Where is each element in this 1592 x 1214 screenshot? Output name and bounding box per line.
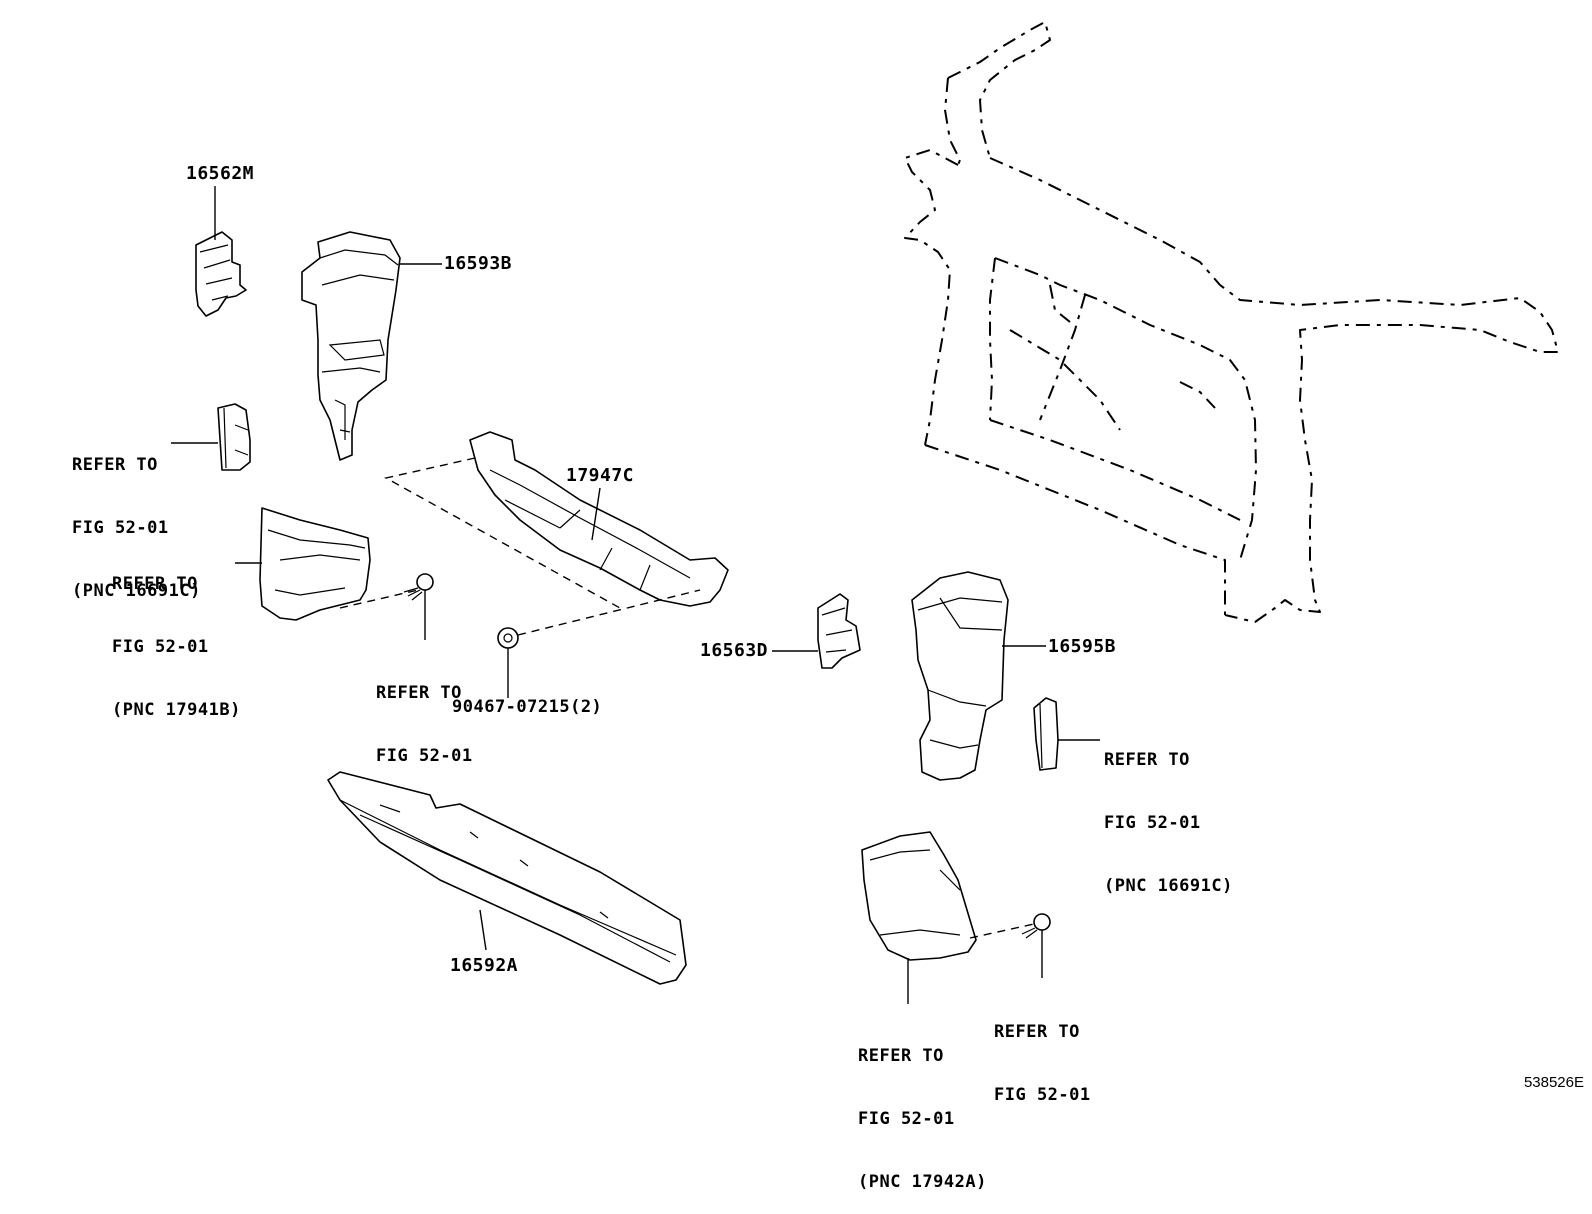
label-17947C: 17947C — [566, 465, 635, 486]
leader-lines — [171, 186, 1100, 1004]
refer-16691C-right: REFER TO FIG 52-01 (PNC 16691C) — [1104, 708, 1233, 918]
part-16593B-shape — [301, 231, 401, 461]
refer-line: FIG 52-01 — [376, 746, 473, 766]
refer-line: FIG 52-01 — [72, 518, 169, 538]
part-left-seal-shape — [217, 403, 251, 471]
radiator-support-frame — [904, 21, 1559, 623]
bolt-90467-shape — [497, 627, 519, 649]
refer-fig-right-clip: REFER TO FIG 52-01 — [994, 980, 1091, 1127]
refer-line: REFER TO — [1104, 750, 1190, 770]
assembly-lines — [339, 457, 1035, 939]
part-17947C-shape — [469, 431, 729, 607]
refer-line: FIG 52-01 — [112, 637, 209, 657]
refer-line: FIG 52-01 — [994, 1085, 1091, 1105]
refer-line: (PNC 16691C) — [1104, 876, 1233, 896]
refer-line: REFER TO — [376, 683, 462, 703]
refer-16691C-left: REFER TO FIG 52-01 (PNC 16691C) — [72, 413, 201, 623]
label-16562M: 16562M — [186, 163, 255, 184]
part-16595B-shape — [911, 571, 1009, 781]
refer-line: REFER TO — [72, 455, 158, 475]
part-17941B-shape — [259, 507, 371, 621]
refer-line: REFER TO — [858, 1046, 944, 1066]
refer-fig-left-clip: REFER TO FIG 52-01 — [376, 641, 473, 788]
part-16562M-shape — [195, 231, 247, 317]
refer-17941B: REFER TO FIG 52-01 (PNC 17941B) — [112, 532, 241, 742]
refer-line: (PNC 17941B) — [112, 700, 241, 720]
refer-line: (PNC 17942A) — [858, 1172, 987, 1192]
clip-right-shape — [1021, 913, 1051, 939]
refer-line: FIG 52-01 — [1104, 813, 1201, 833]
part-16592A-shape — [327, 771, 687, 985]
refer-line: REFER TO — [112, 574, 198, 594]
label-16592A: 16592A — [450, 955, 519, 976]
clip-left-shape — [403, 573, 434, 601]
label-16593B: 16593B — [444, 253, 513, 274]
part-17942A-shape — [861, 831, 977, 961]
part-16563D-shape — [817, 593, 861, 669]
label-90467-07215: 90467-07215(2) — [452, 697, 603, 717]
label-16595B: 16595B — [1048, 636, 1117, 657]
refer-17942A: REFER TO FIG 52-01 (PNC 17942A) — [858, 1004, 987, 1214]
refer-line: REFER TO — [994, 1022, 1080, 1042]
diagram-canvas — [171, 21, 1559, 1004]
label-16563D: 16563D — [700, 640, 769, 661]
document-id: 538526E — [1523, 1074, 1584, 1091]
parts-diagram: 16562M 16593B 17947C 16563D 16595B 16592… — [72, 21, 1584, 1192]
part-right-seal-shape — [1033, 697, 1059, 771]
refer-line: FIG 52-01 — [858, 1109, 955, 1129]
refer-line: (PNC 16691C) — [72, 581, 201, 601]
